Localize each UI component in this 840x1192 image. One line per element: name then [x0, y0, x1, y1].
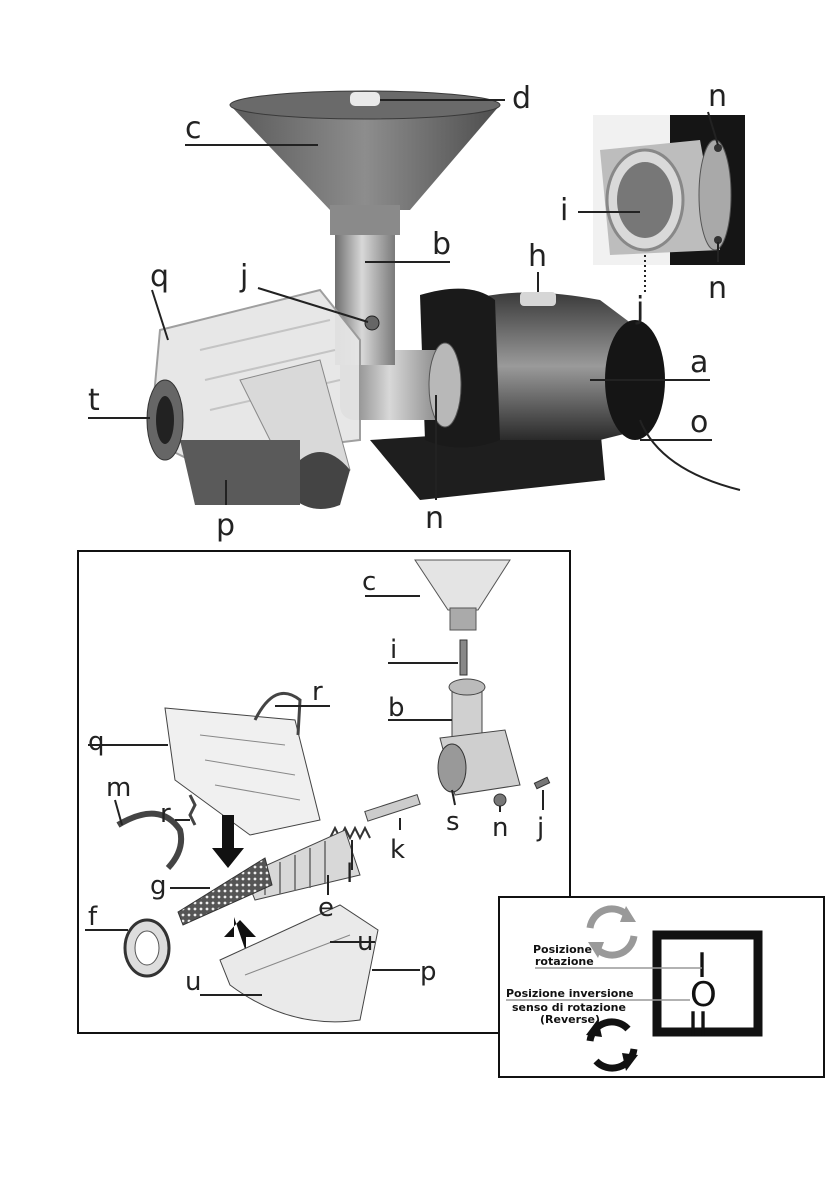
rotation-label-line2: rotazione [535, 955, 594, 968]
label-b: b [432, 227, 451, 262]
ex-label-k: k [390, 835, 405, 865]
part-body-top [449, 679, 485, 695]
inset-opening-inner [617, 162, 673, 238]
funnel-spout [330, 205, 400, 235]
ex-label-g: g [150, 871, 167, 901]
label-o: o [690, 405, 708, 440]
switch-knob [520, 292, 556, 306]
funnel-hopper [230, 105, 500, 210]
part-ring-nut-hole [135, 931, 159, 965]
part-pin [460, 640, 467, 675]
label-d: d [512, 81, 531, 116]
inset-pin-top [714, 144, 722, 152]
part-splash-guard [165, 708, 320, 835]
ex-label-q: q [88, 727, 105, 757]
inset-label-n-top: n [708, 79, 727, 114]
ex-label-r-left: r [160, 799, 171, 829]
exploded-parts [118, 560, 550, 1022]
ex-label-e: e [318, 893, 334, 923]
ex-label-u-top: u [357, 927, 373, 957]
part-funnel [415, 560, 510, 610]
ex-label-c: c [362, 567, 376, 597]
ring-nut-hole [156, 396, 174, 444]
ex-label-n: n [492, 813, 508, 843]
ex-label-p: p [420, 957, 437, 987]
part-screw [534, 777, 549, 788]
inset-flange [699, 140, 731, 250]
label-t: t [88, 383, 100, 418]
switch-symbol-reverse: II [688, 1005, 708, 1045]
ex-label-b: b [388, 693, 405, 723]
ex-label-s: s [446, 807, 460, 837]
part-bracket [118, 814, 181, 868]
label-q: q [150, 259, 169, 294]
housing-flange [429, 343, 461, 427]
inset-label-i: i [560, 193, 568, 228]
inset-label-n-bottom: n [708, 271, 727, 306]
part-body-mouth [438, 744, 466, 792]
inset-label-j: j [635, 291, 644, 326]
label-n: n [425, 501, 444, 536]
ex-label-i: i [390, 635, 397, 665]
part-nut [494, 794, 506, 806]
part-strainer [178, 858, 272, 925]
reverse-label-line3: (Reverse) [540, 1013, 600, 1026]
reverse-label-line1: Posizione inversione [506, 987, 634, 1000]
part-clip-left [190, 795, 195, 825]
label-h: h [528, 239, 547, 274]
ex-label-j: j [536, 813, 544, 843]
ex-label-r-top: r [312, 677, 323, 707]
label-j: j [239, 259, 248, 294]
ex-label-m: m [106, 773, 131, 803]
switch-panel: I O II Posizione rotazione Posizione inv… [499, 897, 824, 1077]
label-a: a [690, 345, 708, 380]
part-tray [220, 905, 378, 1022]
label-c: c [185, 111, 202, 146]
ex-label-l: l [346, 859, 353, 889]
ex-label-u-bottom: u [185, 967, 201, 997]
inset-photo: i n n j [560, 79, 745, 326]
ex-label-f: f [88, 902, 98, 932]
collection-tray [180, 440, 300, 505]
label-p: p [216, 508, 235, 543]
neck-screw [365, 316, 379, 330]
funnel-pusher-knob [350, 92, 380, 106]
part-shaft [365, 795, 420, 822]
part-funnel-spout [450, 608, 476, 630]
